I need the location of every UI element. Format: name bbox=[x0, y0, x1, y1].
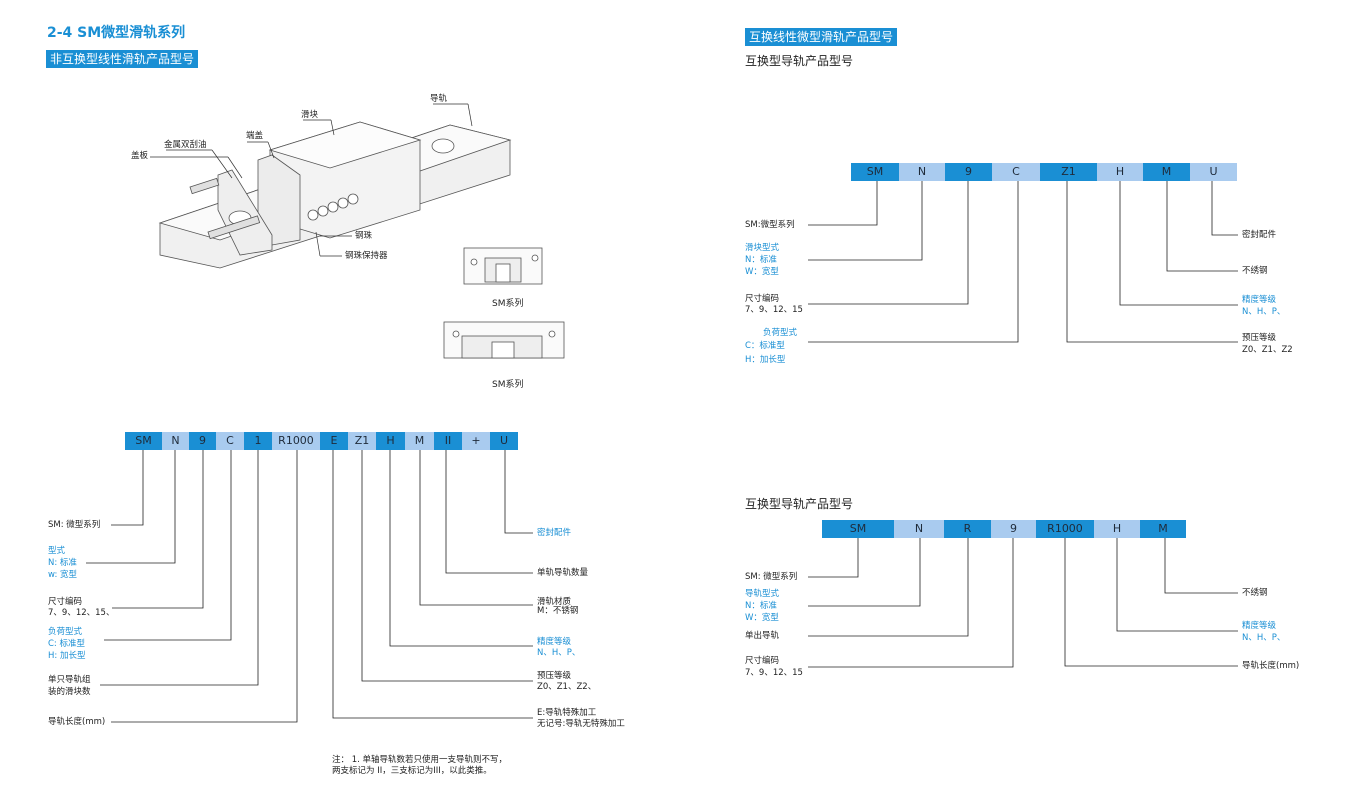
r1-label-type-n: N：标准 bbox=[745, 255, 777, 265]
r1-label-stainless: 不绣钢 bbox=[1242, 266, 1268, 276]
r2-label-type-w: W：宽型 bbox=[745, 613, 779, 623]
code-cell: II bbox=[434, 432, 462, 450]
r1-label-type-title: 滑块型式 bbox=[745, 243, 780, 253]
code-cell: H bbox=[1097, 163, 1143, 181]
label-load-title: 负荷型式 bbox=[48, 627, 83, 637]
right-section-title-bar: 互换线性微型滑轨产品型号 bbox=[745, 28, 898, 46]
code-cell: R bbox=[944, 520, 991, 538]
code-cell: SM bbox=[822, 520, 894, 538]
code-cell: SM bbox=[851, 163, 899, 181]
label-size-title: 尺寸编码 bbox=[48, 597, 83, 607]
code-cell: M bbox=[1143, 163, 1190, 181]
page-title: 2-4 SM微型滑轨系列 bbox=[47, 25, 186, 41]
label-special-2: 无记号:导轨无特殊加工 bbox=[537, 719, 625, 729]
label-load-h: H: 加长型 bbox=[48, 651, 86, 661]
label-ball-retainer: 钢珠保持器 bbox=[345, 251, 388, 261]
code-cell: C bbox=[992, 163, 1040, 181]
series-caption-2: SM系列 bbox=[492, 380, 524, 390]
r2-label-single-rail: 单出导轨 bbox=[745, 631, 780, 641]
r1-label-precision-values: N、H、P、 bbox=[1242, 307, 1286, 317]
label-metal-scraper: 金属双刮油 bbox=[164, 140, 207, 150]
r1-label-sm: SM:微型系列 bbox=[745, 220, 795, 230]
r1-label-load-title: 负荷型式 bbox=[763, 328, 798, 338]
label-type-w: w: 宽型 bbox=[48, 570, 78, 580]
label-cover-plate: 盖板 bbox=[131, 151, 149, 161]
r2-label-size-title: 尺寸编码 bbox=[745, 656, 780, 666]
r2-label-stainless: 不绣钢 bbox=[1242, 588, 1268, 598]
label-preload-values: Z0、Z1、Z2、 bbox=[537, 682, 597, 692]
label-type-n: N: 标准 bbox=[48, 558, 77, 568]
code-cell: R1000 bbox=[1036, 520, 1094, 538]
label-material-1: 滑轨材质 bbox=[537, 597, 572, 607]
label-material-2: M：不锈钢 bbox=[537, 606, 579, 616]
label-guide-rail: 导轨 bbox=[430, 94, 448, 104]
r2-label-type-title: 导轨型式 bbox=[745, 589, 780, 599]
code-cell: 9 bbox=[189, 432, 216, 450]
code-cell: H bbox=[1094, 520, 1140, 538]
section-title-bar: 非互换型线性滑轨产品型号 bbox=[46, 50, 199, 68]
r1-label-size-values: 7、9、12、15 bbox=[745, 305, 803, 315]
code-cell: R1000 bbox=[272, 432, 320, 450]
r1-label-preload-title: 预压等级 bbox=[1242, 333, 1277, 343]
r1-label-preload-values: Z0、Z1、Z2 bbox=[1242, 345, 1293, 355]
right-subtitle-2: 互换型导轨产品型号 bbox=[745, 497, 854, 511]
label-seal: 密封配件 bbox=[537, 528, 572, 538]
label-rail-qty: 单轨导轨数量 bbox=[537, 568, 589, 578]
label-block-count-2: 装的滑块数 bbox=[48, 687, 91, 697]
code-cell: E bbox=[320, 432, 348, 450]
r1-label-precision-title: 精度等级 bbox=[1242, 295, 1277, 305]
code-cell: M bbox=[1140, 520, 1186, 538]
code-cell: + bbox=[462, 432, 490, 450]
r2-label-sm: SM: 微型系列 bbox=[745, 572, 798, 582]
code-cell: 9 bbox=[991, 520, 1036, 538]
label-steel-ball: 钢珠 bbox=[355, 231, 373, 241]
label-preload-title: 预压等级 bbox=[537, 671, 572, 681]
r1-label-type-w: W：宽型 bbox=[745, 267, 779, 277]
code-cell: U bbox=[490, 432, 518, 450]
label-slider: 滑块 bbox=[301, 110, 319, 120]
r1-label-load-h: H：加长型 bbox=[745, 355, 786, 365]
label-precision-title: 精度等级 bbox=[537, 637, 572, 647]
label-type-title: 型式 bbox=[48, 546, 66, 556]
code-cell: N bbox=[162, 432, 189, 450]
code-cell: U bbox=[1190, 163, 1237, 181]
r1-label-size-title: 尺寸编码 bbox=[745, 294, 780, 304]
code-cell: Z1 bbox=[348, 432, 376, 450]
r2-label-rail-length: 导轨长度(mm) bbox=[1242, 661, 1300, 671]
code-cell: N bbox=[899, 163, 945, 181]
code-cell: M bbox=[405, 432, 434, 450]
code-cell: SM bbox=[125, 432, 162, 450]
r1-label-load-c: C：标准型 bbox=[745, 341, 785, 351]
right-subtitle-1: 互换型导轨产品型号 bbox=[745, 54, 854, 68]
code-cell: H bbox=[376, 432, 405, 450]
r2-label-size-values: 7、9、12、15 bbox=[745, 668, 803, 678]
label-sm-series: SM: 微型系列 bbox=[48, 520, 101, 530]
code-cell: 1 bbox=[244, 432, 272, 450]
note-line-2: 两支标记为 II，三支标记为III，以此类推。 bbox=[332, 766, 492, 776]
code-cell: C bbox=[216, 432, 244, 450]
label-special-1: E:导轨特殊加工 bbox=[537, 708, 597, 718]
r2-label-precision-values: N、H、P、 bbox=[1242, 633, 1286, 643]
r2-label-precision-title: 精度等级 bbox=[1242, 621, 1277, 631]
code-cell: 9 bbox=[945, 163, 992, 181]
r2-label-type-n: N：标准 bbox=[745, 601, 777, 611]
label-rail-length: 导轨长度(mm) bbox=[48, 717, 106, 727]
label-size-values: 7、9、12、15、 bbox=[48, 608, 115, 618]
label-precision-values: N、H、P、 bbox=[537, 648, 581, 658]
r1-label-seal: 密封配件 bbox=[1242, 230, 1277, 240]
label-block-count-1: 单只导轨组 bbox=[48, 675, 91, 685]
label-load-c: C: 标准型 bbox=[48, 639, 86, 649]
label-end-cap: 端盖 bbox=[246, 131, 264, 141]
series-caption-1: SM系列 bbox=[492, 299, 524, 309]
code-cell: N bbox=[894, 520, 944, 538]
code-cell: Z1 bbox=[1040, 163, 1097, 181]
note-line-1: 注： 1. 单轴导轨数若只使用一支导轨则不写， bbox=[332, 755, 508, 765]
